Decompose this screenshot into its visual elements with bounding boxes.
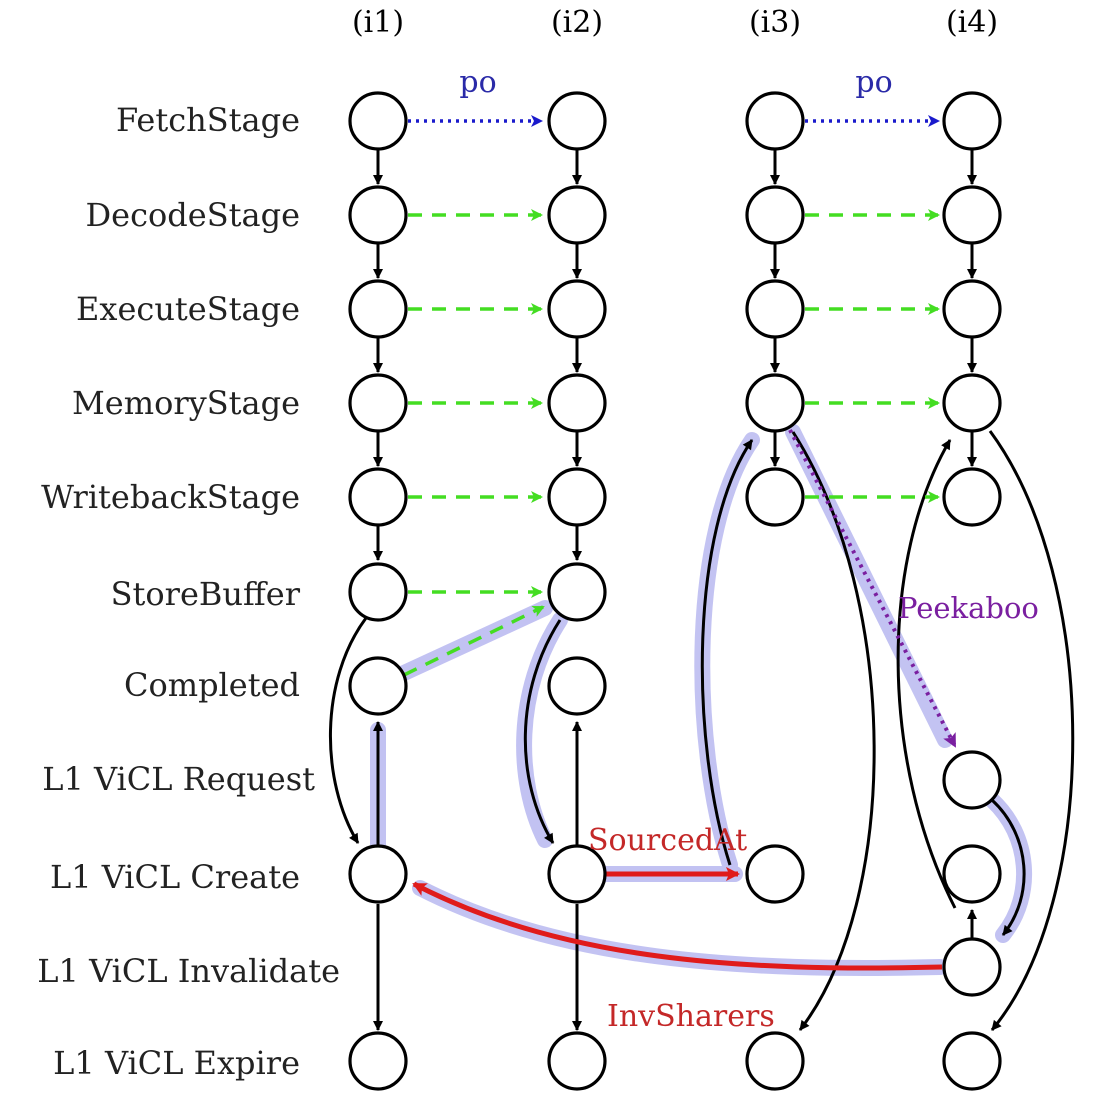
node-i3-decode <box>745 185 805 245</box>
row-label-vicl-invalidate: L1 ViCL Invalidate <box>37 952 340 990</box>
node-i3-vicl-expire <box>745 1031 805 1091</box>
node-i1-completed <box>348 656 408 716</box>
node-i2-writeback <box>547 467 607 527</box>
node-i1-fetch <box>348 91 408 151</box>
column-header-i1: (i1) <box>352 5 404 40</box>
node-i2-memory <box>547 373 607 433</box>
row-label-vicl-request: L1 ViCL Request <box>42 760 315 798</box>
column-header-i4: (i4) <box>946 5 998 40</box>
po-label-right: po <box>855 65 892 100</box>
node-i3-vicl-create <box>745 844 805 904</box>
sourced-at-label: SourcedAt <box>588 823 747 858</box>
node-i1-writeback <box>348 467 408 527</box>
po-label-left: po <box>459 65 496 100</box>
i1-pipeline-edges <box>329 149 383 1031</box>
node-i3-writeback <box>745 467 805 527</box>
node-i4-vicl-request <box>942 750 1002 810</box>
highlight-path <box>370 424 1033 976</box>
node-i2-decode <box>547 185 607 245</box>
sourced-at-edges <box>412 867 943 971</box>
i2-pipeline-edges <box>523 149 582 1031</box>
row-label-vicl-expire: L1 ViCL Expire <box>53 1044 300 1082</box>
node-i3-memory <box>745 373 805 433</box>
node-i3-fetch <box>745 91 805 151</box>
column-header-i2: (i2) <box>551 5 603 40</box>
node-i4-fetch <box>942 91 1002 151</box>
node-i3-execute <box>745 279 805 339</box>
peekaboo-edge <box>788 429 957 748</box>
column-header-i3: (i3) <box>749 5 801 40</box>
same-stage-edges <box>403 209 940 677</box>
row-label-storebuffer: StoreBuffer <box>111 575 301 613</box>
row-labels: FetchStage DecodeStage ExecuteStage Memo… <box>37 101 340 1082</box>
nodes <box>348 91 1002 1091</box>
node-i2-storebuffer <box>547 562 607 622</box>
node-i2-fetch <box>547 91 607 151</box>
row-label-fetch: FetchStage <box>116 101 300 139</box>
node-i1-storebuffer <box>348 562 408 622</box>
i4-pipeline-edges <box>896 149 1075 1031</box>
node-i2-vicl-create <box>547 844 607 904</box>
node-i4-writeback <box>942 467 1002 527</box>
row-label-vicl-create: L1 ViCL Create <box>50 858 300 896</box>
node-i4-vicl-create <box>942 844 1002 904</box>
inv-sharers-label: InvSharers <box>607 999 775 1034</box>
row-label-completed: Completed <box>124 666 300 704</box>
node-i2-execute <box>547 279 607 339</box>
node-i4-execute <box>942 279 1002 339</box>
node-i1-vicl-create <box>348 844 408 904</box>
row-label-execute: ExecuteStage <box>76 290 300 328</box>
node-i1-decode <box>348 185 408 245</box>
node-i4-vicl-invalidate <box>942 937 1002 997</box>
node-i4-decode <box>942 185 1002 245</box>
node-i1-execute <box>348 279 408 339</box>
node-i1-vicl-expire <box>348 1031 408 1091</box>
node-i4-vicl-expire <box>942 1031 1002 1091</box>
row-label-decode: DecodeStage <box>86 196 300 234</box>
peekaboo-label: Peekaboo <box>898 591 1039 625</box>
node-i2-completed <box>547 656 607 716</box>
node-i4-memory <box>942 373 1002 433</box>
row-label-writeback: WritebackStage <box>41 478 300 516</box>
node-i2-vicl-expire <box>547 1031 607 1091</box>
node-i1-memory <box>348 373 408 433</box>
row-label-memory: MemoryStage <box>72 384 300 422</box>
